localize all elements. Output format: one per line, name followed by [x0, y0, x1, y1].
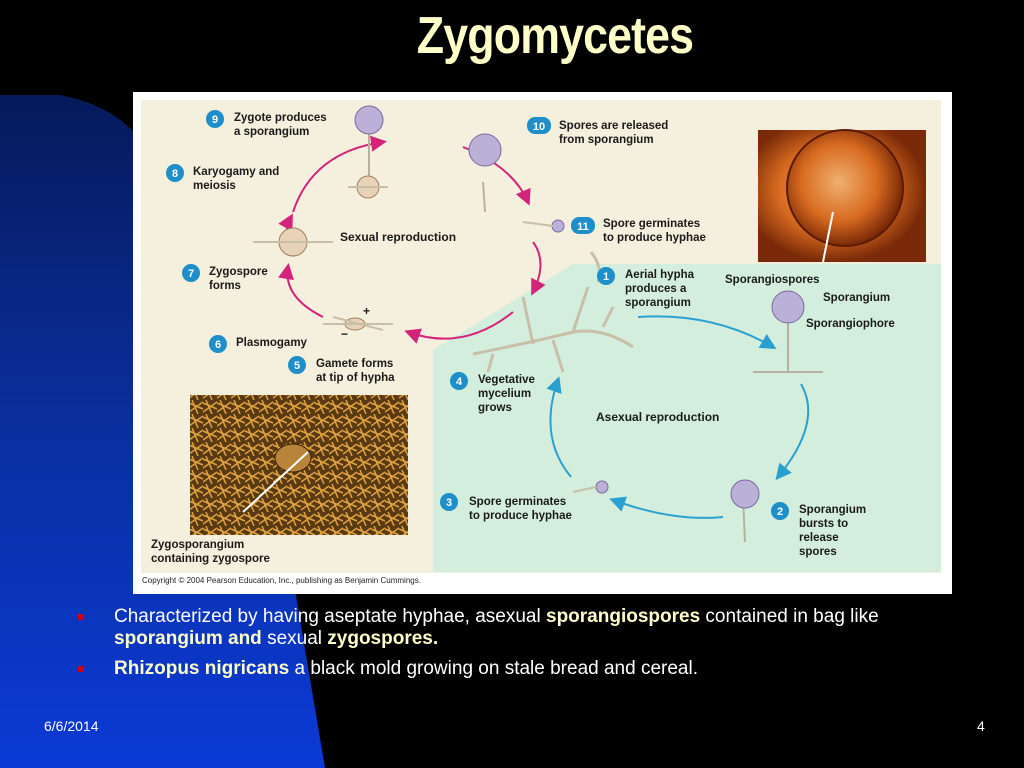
asexual-arrow — [637, 315, 777, 350]
svg-text:10: 10 — [533, 121, 545, 133]
bullet-item: Characterized by having aseptate hyphae,… — [78, 606, 978, 650]
svg-text:9: 9 — [212, 114, 218, 126]
step-1-label: Aerial hypha produces a sporangium — [625, 269, 695, 309]
badge-5: 5 — [288, 356, 306, 374]
step-7-label: Zygospore forms — [209, 266, 268, 292]
badge-2: 2 — [771, 502, 789, 520]
step-9-label: Zygote produces a sporangium — [234, 112, 327, 138]
bullet-text: Characterized by having aseptate hyphae,… — [114, 606, 546, 627]
sporangiospores-label: Sporangiospores — [725, 274, 820, 286]
asexual-arrow — [609, 496, 724, 519]
life-cycle-figure: 9 8 7 6 5 4 3 2 1 10 11 Zygote produces … — [133, 92, 952, 594]
sexual-arrow — [278, 263, 324, 318]
asexual-background — [433, 264, 941, 572]
svg-text:6: 6 — [215, 339, 221, 351]
mycelium-drawing — [472, 251, 634, 373]
sexual-arrow — [531, 241, 546, 296]
sexual-reproduction-label: Sexual reproduction — [340, 230, 457, 244]
asexual-arrow — [546, 376, 572, 478]
svg-text:4: 4 — [456, 376, 463, 388]
step-8-label: Karyogamy and meiosis — [193, 166, 280, 192]
badge-8: 8 — [166, 164, 184, 182]
svg-text:5: 5 — [294, 360, 300, 372]
bullet-marker — [78, 614, 84, 620]
step-11-label: Spore germinates to produce hyphae — [603, 218, 706, 244]
bullet-marker — [78, 666, 84, 672]
bullet-text: contained in bag like — [700, 606, 879, 627]
bullet-highlight: sporangiospores — [546, 606, 701, 627]
zygosporangium-label: Zygosporangium containing zygospore — [151, 539, 270, 565]
badge-3: 3 — [440, 493, 458, 511]
svg-text:7: 7 — [188, 268, 194, 280]
sporangiophore-label: Sporangiophore — [806, 318, 895, 330]
svg-text:11: 11 — [577, 221, 589, 233]
svg-text:8: 8 — [172, 168, 178, 180]
step-3-label: Spore germinates to produce hyphae — [469, 496, 572, 522]
step-6-label: Plasmogamy — [236, 337, 307, 349]
footer-date: 6/6/2014 — [44, 718, 99, 734]
bullet-text: a black mold growing on stale bread and … — [289, 658, 698, 679]
badge-7: 7 — [182, 264, 200, 282]
bullet-item: Rhizopus nigricans a black mold growing … — [78, 658, 978, 680]
svg-text:2: 2 — [777, 506, 783, 518]
badge-4: 4 — [450, 372, 468, 390]
bullet-highlight: sporangium and — [114, 628, 262, 649]
bullet-highlight: zygospores. — [327, 628, 439, 649]
copyright: Copyright © 2004 Pearson Education, Inc.… — [142, 576, 421, 585]
step-10-label: Spores are released from sporangium — [559, 120, 669, 146]
sporangium-label: Sporangium — [823, 292, 891, 304]
asexual-reproduction-label: Asexual reproduction — [596, 410, 720, 424]
slide-number: 4 — [977, 718, 985, 734]
step-5-label: Gamete forms at tip of hypha — [316, 358, 395, 384]
svg-text:1: 1 — [603, 271, 609, 283]
svg-text:3: 3 — [446, 497, 452, 509]
sexual-arrow — [404, 311, 514, 344]
badge-10: 10 — [527, 117, 551, 134]
step-2-label: Sporangium bursts to release spores — [799, 504, 867, 558]
badge-6: 6 — [209, 335, 227, 353]
plus-sign: + — [363, 304, 371, 318]
bullet-text: sexual — [261, 628, 328, 649]
minus-sign: − — [341, 327, 349, 341]
asexual-arrow — [775, 383, 810, 481]
slide-title: Zygomycetes — [416, 7, 694, 65]
badge-11: 11 — [571, 217, 595, 234]
badge-9: 9 — [206, 110, 224, 128]
badge-1: 1 — [597, 267, 615, 285]
step-4-label: Vegetative mycelium grows — [478, 374, 535, 414]
step-badges: 9 8 7 6 5 4 3 2 1 10 11 — [166, 110, 789, 520]
life-cycle-diagram: 9 8 7 6 5 4 3 2 1 10 11 — [141, 100, 941, 573]
bullet-highlight: Rhizopus nigricans — [114, 658, 290, 679]
bullet-list: Characterized by having aseptate hyphae,… — [78, 606, 978, 688]
